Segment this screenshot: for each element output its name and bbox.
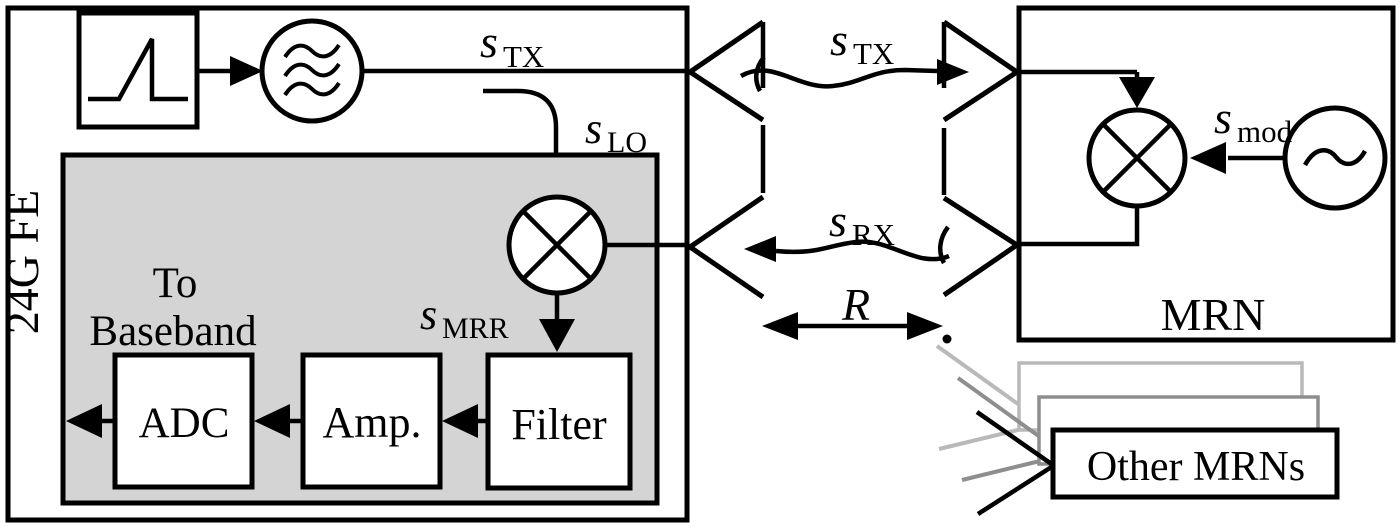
rx-air-label-base: s bbox=[829, 195, 847, 246]
fe-mixer-icon bbox=[506, 194, 608, 296]
mod-label-sub: mod bbox=[1237, 114, 1293, 149]
bandpass-filter-icon bbox=[259, 18, 365, 124]
arrow-osc-to-mixer bbox=[1190, 142, 1285, 174]
tx-label-sub: TX bbox=[503, 39, 544, 74]
arrowhead-left-icon bbox=[744, 236, 776, 262]
mrn-tx-feed-line bbox=[1021, 206, 1140, 247]
arrowhead-left-icon bbox=[1190, 142, 1226, 174]
arrowhead-right-icon bbox=[937, 59, 969, 85]
arrow-mixer-to-filter bbox=[539, 293, 575, 352]
rx-air-arrow bbox=[744, 225, 950, 265]
range-label: R bbox=[841, 279, 870, 330]
amp-label: Amp. bbox=[323, 398, 422, 447]
arrowhead-down-icon bbox=[1119, 77, 1155, 108]
range-arrow bbox=[762, 312, 943, 340]
to-baseband-label: To Baseband bbox=[89, 260, 256, 355]
ghost-antenna-mid-icon bbox=[956, 376, 1042, 482]
feed-tick-icon bbox=[754, 55, 766, 93]
mrr-signal-label: s MRR bbox=[420, 290, 509, 345]
arrowhead-right-icon bbox=[907, 312, 943, 340]
lo-label-base: s bbox=[585, 104, 602, 153]
other-mrns-antenna-icon bbox=[975, 410, 1055, 516]
mrn-block: MRN s mod bbox=[1016, 5, 1396, 343]
mod-label-base: s bbox=[1214, 92, 1232, 143]
other-mrns-box bbox=[1050, 427, 1340, 500]
fe-tx-antenna-icon bbox=[685, 19, 766, 123]
rx-air-label-sub: RX bbox=[852, 217, 895, 252]
tx-air-label-base: s bbox=[830, 14, 848, 65]
to-baseband-line1: To bbox=[153, 260, 198, 307]
amp-box bbox=[300, 352, 443, 490]
arrowhead-down-icon bbox=[539, 319, 575, 352]
adc-label: ADC bbox=[139, 400, 230, 447]
mrr-label-base: s bbox=[420, 290, 437, 339]
tx-label-base: s bbox=[480, 16, 498, 67]
arrowhead-right-icon bbox=[230, 56, 263, 86]
tx-air-label-sub: TX bbox=[853, 36, 894, 71]
tx-air-label: s TX bbox=[830, 14, 894, 71]
rx-air-label: s RX bbox=[829, 195, 895, 252]
arrowhead-left-icon bbox=[254, 404, 290, 438]
to-baseband-line2: Baseband bbox=[89, 308, 256, 355]
chirp-generator-box bbox=[76, 10, 200, 130]
arrowhead-left-icon bbox=[762, 312, 798, 340]
continuation-dot bbox=[942, 334, 952, 344]
mrn-tx-antenna-icon bbox=[942, 195, 1022, 298]
arrow-antenna-to-mrn-mixer bbox=[1021, 69, 1155, 108]
arrow-amp-to-adc bbox=[254, 404, 304, 438]
fe-rx-antenna-icon bbox=[685, 194, 765, 300]
feed-tick-icon bbox=[938, 225, 950, 265]
mod-signal-label: s mod bbox=[1214, 92, 1293, 149]
arrowhead-left-icon bbox=[66, 404, 102, 438]
arrowhead-left-icon bbox=[442, 404, 478, 438]
mrn-mixer-icon bbox=[1086, 107, 1188, 209]
arrow-filter-to-amp bbox=[442, 404, 489, 438]
chirp-box-outline bbox=[76, 10, 200, 130]
arrow-chirp-to-filter bbox=[197, 56, 263, 86]
fe-block-label: 24G FE bbox=[0, 190, 48, 334]
tx-signal-label: s TX bbox=[480, 16, 544, 74]
sawtooth-waveform-icon bbox=[88, 37, 188, 102]
tx-air-arrow bbox=[739, 55, 969, 93]
filter-label: Filter bbox=[511, 400, 607, 449]
mrr-label-sub: MRR bbox=[442, 312, 509, 345]
adc-box bbox=[112, 352, 255, 490]
other-mrns-label: Other MRNs bbox=[1087, 444, 1305, 490]
oscillator-icon bbox=[1282, 105, 1388, 211]
arrow-adc-out bbox=[66, 404, 116, 438]
other-mrns-stack: Other MRNs bbox=[935, 344, 1340, 516]
fe-block: 24G FE s TX s LO bbox=[0, 5, 690, 523]
mrn-block-label: MRN bbox=[1161, 289, 1266, 340]
